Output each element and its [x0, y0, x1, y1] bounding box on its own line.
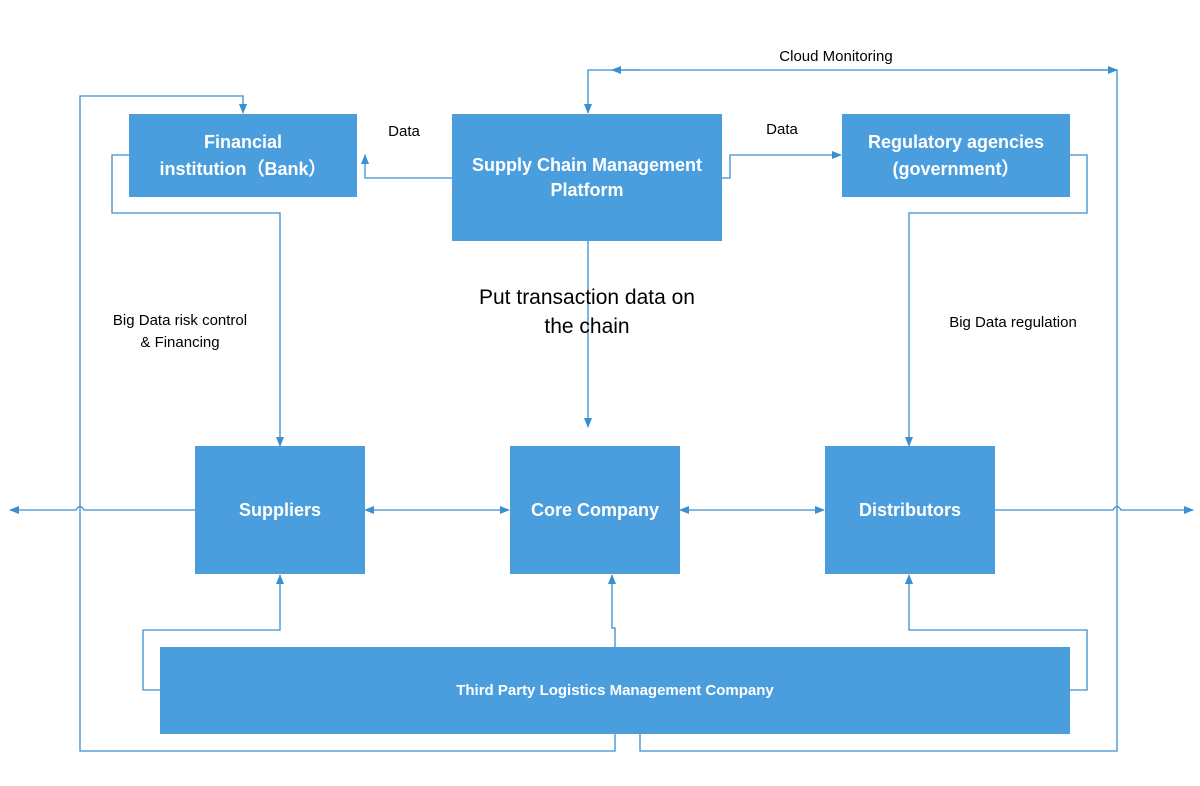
bank-label-line2: institution（Bank）	[160, 159, 327, 179]
logistics-to-bank-loop	[79, 95, 616, 752]
platform-label-line1: Supply Chain Management	[472, 155, 702, 175]
regulator-label-line2: (government）	[892, 159, 1019, 179]
platform-to-bank-arrow	[361, 154, 452, 179]
cloud-monitoring-label: Cloud Monitoring	[779, 48, 892, 65]
logistics-to-core-arrow	[608, 574, 616, 647]
node-logistics: Third Party Logistics Management Company	[160, 647, 1070, 734]
regulation-label: Big Data regulation	[949, 314, 1077, 331]
node-core: Core Company	[510, 446, 680, 574]
node-platform: Supply Chain Management Platform	[452, 114, 722, 241]
logistics-to-distributors-arrow	[905, 574, 1088, 691]
bank-to-suppliers-arrow	[111, 154, 284, 447]
platform-box	[452, 114, 722, 241]
suppliers-outflow-arrow	[9, 505, 195, 514]
node-bank: Financial institution（Bank）	[129, 114, 357, 197]
bank-box	[129, 114, 357, 197]
node-distributors: Distributors	[825, 446, 995, 574]
distributors-box	[825, 446, 995, 574]
regulator-to-distributors-arrow	[905, 154, 1088, 447]
put-on-chain-label-line1: Put transaction data on	[479, 286, 695, 309]
bank-label-line1: Financial	[204, 132, 282, 152]
node-suppliers: Suppliers	[195, 446, 365, 574]
edge-labels: Cloud Monitoring Data Data Put transacti…	[113, 48, 1077, 351]
logistics-label: Third Party Logistics Management Company	[456, 682, 774, 699]
risk-control-label-line2: & Financing	[140, 334, 219, 351]
connectors	[9, 66, 1194, 752]
logistics-box	[160, 647, 1070, 734]
regulator-label-line1: Regulatory agencies	[868, 132, 1044, 152]
logistics-to-suppliers-arrow	[142, 574, 284, 691]
risk-control-label-line1: Big Data risk control	[113, 312, 247, 329]
distributors-outflow-arrow	[995, 505, 1194, 514]
data-left-label: Data	[388, 123, 420, 140]
suppliers-box	[195, 446, 365, 574]
distributors-label: Distributors	[859, 500, 961, 520]
node-regulator: Regulatory agencies (government）	[842, 114, 1070, 197]
platform-to-regulator-arrow	[722, 151, 842, 179]
cloud-monitoring-loop	[584, 69, 1118, 752]
suppliers-label: Suppliers	[239, 500, 321, 520]
regulator-box	[842, 114, 1070, 197]
put-on-chain-label-line2: the chain	[544, 315, 629, 338]
platform-label-line2: Platform	[550, 180, 623, 200]
data-right-label: Data	[766, 121, 798, 138]
core-box	[510, 446, 680, 574]
core-label: Core Company	[531, 500, 659, 520]
